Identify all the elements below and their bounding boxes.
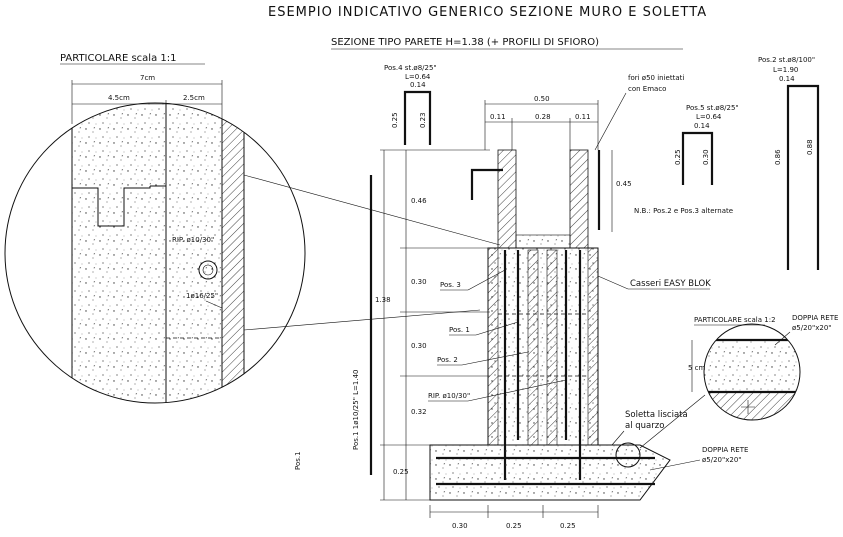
- callout-pos1: Pos. 1: [449, 326, 470, 334]
- callout-pos2: Pos. 2: [437, 356, 458, 364]
- pos2-dim-l: 0.86: [774, 149, 782, 165]
- pos5-length: L=0.64: [696, 113, 722, 121]
- detail-connector-bottom: [243, 309, 481, 331]
- right-detail-connector: [639, 394, 706, 449]
- pos1-left-label: Pos.1: [294, 451, 302, 470]
- pos2-dim-r: 0.88: [806, 139, 814, 155]
- callout-fori: fori ø50 iniettati: [628, 74, 684, 82]
- pos4-name: Pos.4 st.ø8/25": [384, 64, 437, 72]
- pos5-dim-top: 0.14: [694, 122, 710, 130]
- callout-soletta-2: al quarzo: [625, 421, 664, 431]
- callout-soletta-1: Soletta lisciata: [625, 410, 688, 420]
- left-detail-content: [71, 103, 245, 403]
- top-dim-c: 0.11: [575, 113, 591, 121]
- left-dim-a: 4.5cm: [108, 94, 130, 102]
- vdim-d2: 0.30: [411, 278, 427, 286]
- callout-pos3: Pos. 3: [440, 281, 461, 289]
- slab-detail-marker: [615, 442, 641, 468]
- right-detail-title: PARTICOLARE scala 1:2: [694, 316, 776, 324]
- vdim-side: 0.45: [616, 180, 632, 188]
- pos4-shape: Pos.4 st.ø8/25" L=0.64 0.14 0.25 0.23: [384, 64, 437, 145]
- callout-fori-2: con Emaco: [628, 85, 666, 93]
- vertical-dimensions: 1.38 0.46 0.30 0.30 0.32 0.25 0.45: [375, 149, 632, 501]
- right-detail-rete-2: ø5/20"x20": [792, 324, 832, 332]
- vdim-d1: 0.46: [411, 197, 427, 205]
- top-dimensions: 0.50 0.11 0.28 0.11: [484, 95, 599, 150]
- vdim-d3: 0.30: [411, 342, 427, 350]
- vdim-d5: 0.25: [393, 468, 409, 476]
- top-dim-b: 0.28: [535, 113, 551, 121]
- slab-section: [429, 442, 671, 501]
- left-dim-b: 2.5cm: [183, 94, 205, 102]
- vdim-d4: 0.32: [411, 408, 427, 416]
- bottom-dim-a: 0.30: [452, 522, 468, 530]
- bottom-dim-c: 0.25: [560, 522, 576, 530]
- pos5-shape: Pos.5 st.ø8/25" L=0.64 0.14 0.25 0.30: [674, 104, 739, 185]
- pos4-length: L=0.64: [405, 73, 431, 81]
- note-alternate: N.B.: Pos.2 e Pos.3 alternate: [634, 207, 733, 215]
- bottom-dimensions: 0.30 0.25 0.25: [429, 505, 599, 530]
- callouts: fori ø50 iniettati con Emaco Pos. 3 Pos.…: [428, 74, 748, 471]
- pos2-shape: Pos.2 st.ø8/100" L=1.90 0.14 0.86 0.88: [758, 56, 820, 270]
- pos2-dim-top: 0.14: [779, 75, 795, 83]
- pos5-name: Pos.5 st.ø8/25": [686, 104, 739, 112]
- callout-rete-1: DOPPIA RETE: [702, 446, 748, 454]
- pos4-dim-top: 0.14: [410, 81, 426, 89]
- left-detail-circle: [4, 102, 306, 404]
- pos2-length: L=1.90: [773, 66, 798, 74]
- vdim-total: 1.38: [375, 296, 391, 304]
- right-detail-rete-1: DOPPIA RETE: [792, 314, 838, 322]
- pos4-dim-r: 0.23: [419, 112, 427, 128]
- pos5-dim-l: 0.25: [674, 149, 682, 165]
- pos4-dim-l: 0.25: [391, 112, 399, 128]
- left-label-1f: 1ø16/25": [186, 292, 218, 300]
- top-dim-total: 0.50: [534, 95, 550, 103]
- left-label-rip: RIP. ø10/30": [172, 236, 214, 244]
- left-label-leader: [205, 300, 223, 309]
- left-detail-title: PARTICOLARE scala 1:1: [60, 53, 176, 64]
- right-detail-circle: [703, 323, 801, 421]
- section-subtitle: SEZIONE TIPO PARETE H=1.38 (+ PROFILI DI…: [331, 37, 599, 48]
- callout-rip: RIP. ø10/30": [428, 392, 470, 400]
- drawing-title: ESEMPIO INDICATIVO GENERICO SEZIONE MURO…: [268, 5, 707, 20]
- bottom-dim-b: 0.25: [506, 522, 522, 530]
- pos2-name: Pos.2 st.ø8/100": [758, 56, 815, 64]
- left-dim-total: 7cm: [140, 74, 155, 82]
- pos1-bar-label: Pos.1 1ø10/25" L=1.40: [352, 369, 360, 450]
- top-dim-a: 0.11: [490, 113, 506, 121]
- right-detail-content: [704, 338, 800, 420]
- wall-section: [470, 149, 601, 480]
- pos5-dim-r: 0.30: [702, 149, 710, 165]
- right-detail-dim: 5 cm: [688, 364, 706, 372]
- callout-rete-2: ø5/20"x20": [702, 456, 742, 464]
- callout-casseri: Casseri EASY BLOK: [630, 279, 711, 289]
